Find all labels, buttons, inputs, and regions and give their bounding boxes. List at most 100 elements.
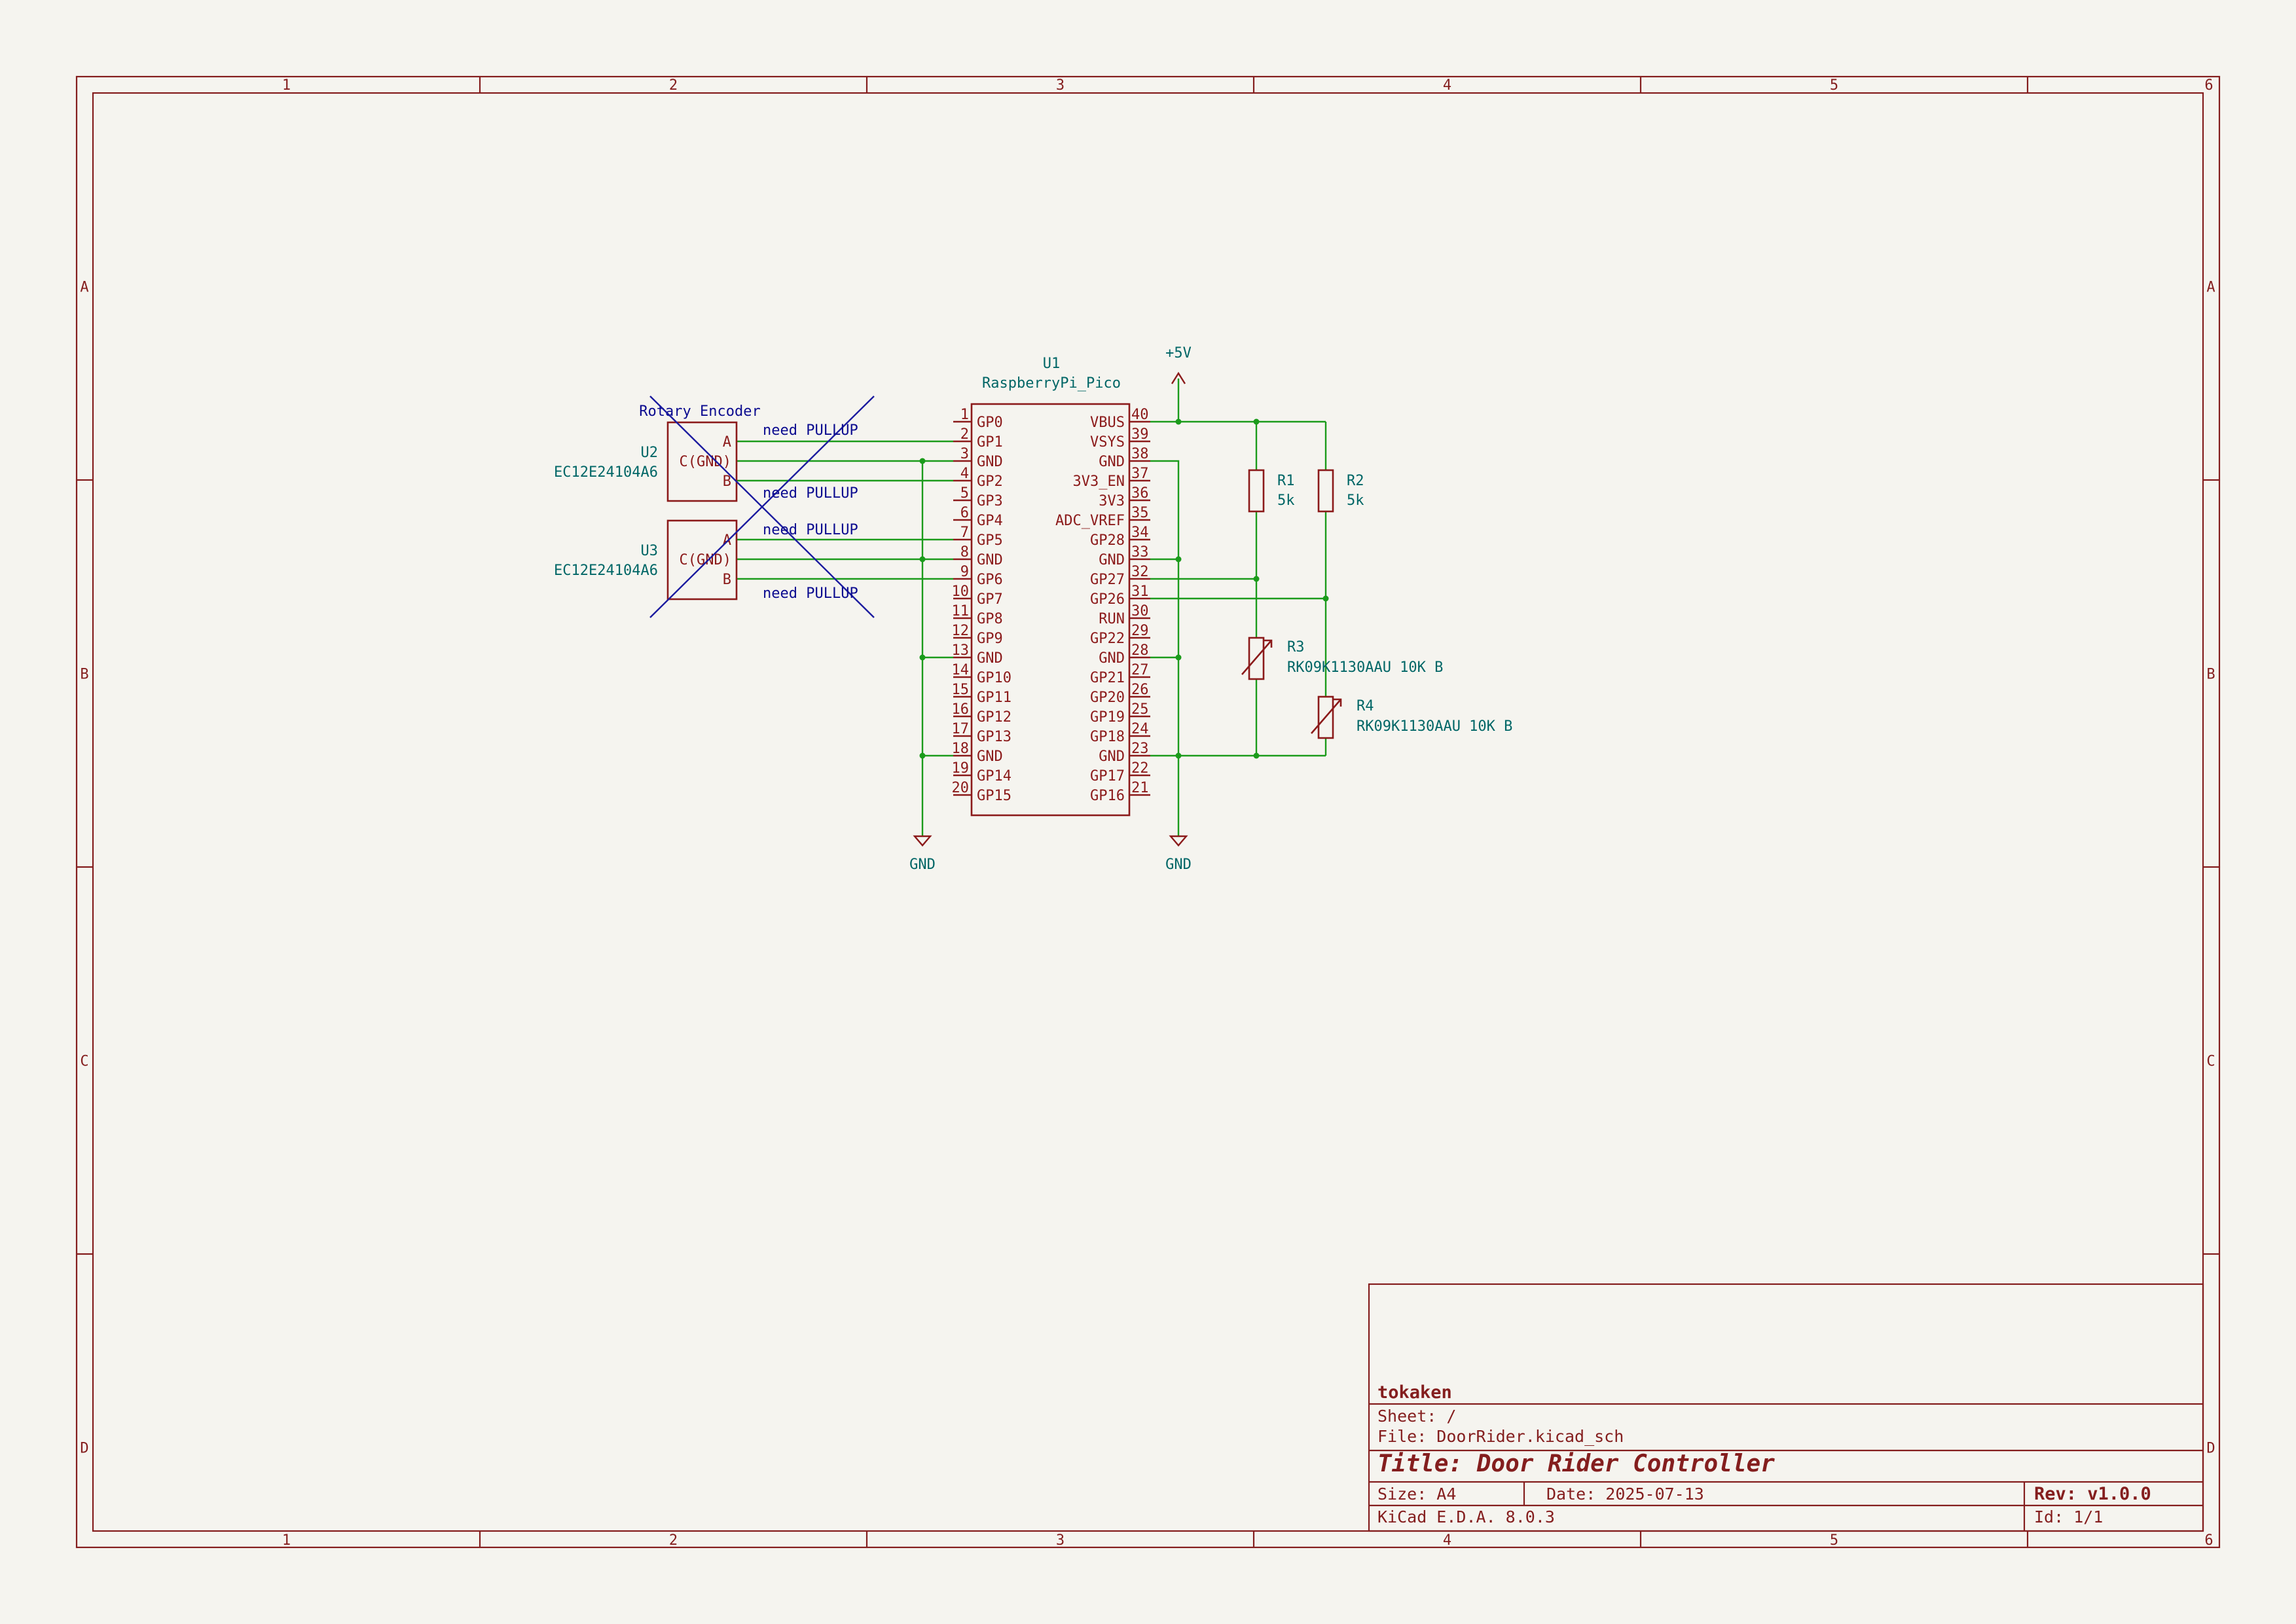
u1-pin-34-number: 34 [1131, 525, 1149, 541]
u1-pin-16-name: GP12 [977, 709, 1011, 726]
r1-resistor[interactable]: R1 5k [1248, 469, 1295, 513]
u1-pin-28-name: GND [1099, 650, 1125, 667]
u1-pin-7-number: 7 [960, 525, 969, 541]
r1-ref: R1 [1277, 473, 1295, 489]
u1-pin-3-name: GND [977, 454, 1003, 470]
col-label-top-5: 5 [1830, 77, 1838, 94]
r3-value: RK09K1130AAU 10K B [1287, 659, 1443, 676]
u1-pin-24-name: GP18 [1090, 729, 1125, 745]
sheet-frame [75, 75, 2221, 1549]
u1-pin-28-number: 28 [1131, 642, 1149, 659]
do-not-populate-cross [649, 396, 875, 618]
u1-pin-37-number: 37 [1131, 466, 1149, 482]
u1-pin-3-number: 3 [960, 446, 969, 462]
row-label-left-B: B [80, 667, 88, 683]
wires [737, 378, 1327, 836]
u3-body[interactable] [666, 519, 738, 600]
sheet-title: Title: Door Rider Controller [1377, 1450, 1775, 1477]
pullup-note-2: need PULLUP [763, 485, 858, 502]
u1-pin-36-name: 3V3 [1099, 493, 1125, 509]
u1-pin-38-name: GND [1099, 454, 1125, 470]
u2-value: EC12E24104A6 [554, 464, 658, 481]
u1-pin-7-name: GP5 [977, 532, 1003, 549]
u1-pin-36-number: 36 [1131, 485, 1149, 502]
u1-pin-6-number: 6 [960, 505, 969, 521]
col-label-top-1: 1 [282, 77, 291, 94]
u1-pin-18-name: GND [977, 748, 1003, 765]
col-label-bottom-1: 1 [282, 1532, 291, 1549]
file-name: File: DoorRider.kicad_sch [1377, 1427, 1624, 1446]
u1-pin-11-number: 11 [952, 603, 970, 619]
vcc-5v-symbol[interactable]: +5V [1165, 345, 1192, 384]
u1-pin-26-number: 26 [1131, 682, 1149, 698]
r2-resistor[interactable]: R2 5k [1317, 469, 1364, 513]
u3-value: EC12E24104A6 [554, 563, 658, 579]
gnd-symbol-left[interactable]: GND [909, 835, 936, 873]
u2-encoder[interactable]: U2 EC12E24104A6 A C(GND) B [554, 421, 738, 502]
u1-pin-39-number: 39 [1131, 426, 1149, 443]
u1-pin-5-number: 5 [960, 485, 969, 502]
u1-pin-1-name: GP0 [977, 415, 1003, 431]
u1-pin-8-name: GND [977, 552, 1003, 568]
u3-encoder[interactable]: U3 EC12E24104A6 A C(GND) B [554, 519, 738, 600]
sheet-id: Id: 1/1 [2034, 1507, 2103, 1526]
col-label-bottom-2: 2 [669, 1532, 678, 1549]
row-label-right-B: B [2206, 667, 2215, 683]
u1-pin-9-name: GP6 [977, 572, 1003, 588]
u3-ref: U3 [641, 543, 659, 559]
u1-pin-9-number: 9 [960, 564, 969, 580]
u1-pin-15-name: GP11 [977, 690, 1011, 706]
u1-pin-10-name: GP7 [977, 591, 1003, 608]
u1-pin-19-name: GP14 [977, 768, 1011, 784]
rotary-encoder-label: Rotary Encoder [639, 403, 760, 420]
u1-pin-29-name: GP22 [1090, 631, 1125, 647]
u1-pin-29-number: 29 [1131, 623, 1149, 639]
col-label-top-2: 2 [669, 77, 678, 94]
u2-body[interactable] [666, 421, 738, 502]
row-label-right-A: A [2206, 280, 2215, 296]
u1-pin-21-name: GP16 [1090, 788, 1125, 804]
col-label-bottom-3: 3 [1056, 1532, 1065, 1549]
u1-pin-40-name: VBUS [1090, 415, 1125, 431]
u3-pin-c: C(GND) [680, 552, 731, 568]
sheet-size: Size: A4 [1377, 1485, 1456, 1504]
u1-pin-13-number: 13 [952, 642, 970, 659]
gnd-symbol-right[interactable]: GND [1165, 835, 1192, 873]
u1-pin-26-name: GP20 [1090, 690, 1125, 706]
r3-potentiometer[interactable]: R3 RK09K1130AAU 10K B [1241, 637, 1443, 680]
r1-value: 5k [1277, 492, 1295, 509]
sheet-path: Sheet: / [1377, 1407, 1456, 1426]
u1-pin-10-number: 10 [952, 583, 970, 600]
u1-pin-15-number: 15 [952, 682, 970, 698]
title-block: tokaken Sheet: / File: DoorRider.kicad_s… [1368, 1283, 2204, 1532]
u1-pin-13-name: GND [977, 650, 1003, 667]
u1-pin-16-number: 16 [952, 701, 970, 718]
row-label-left-D: D [80, 1441, 88, 1457]
vcc-5v-label: +5V [1165, 345, 1192, 361]
r4-potentiometer[interactable]: R4 RK09K1130AAU 10K B [1311, 695, 1512, 739]
u1-pin-6-name: GP4 [977, 513, 1003, 529]
u1-pin-33-name: GND [1099, 552, 1125, 568]
u1-pin-40-number: 40 [1131, 407, 1149, 423]
r2-ref: R2 [1347, 473, 1364, 489]
u1-pin-31-name: GP26 [1090, 591, 1125, 608]
u1-pin-21-number: 21 [1131, 780, 1149, 796]
u1-pin-8-number: 8 [960, 544, 969, 561]
u1-pin-18-number: 18 [952, 741, 970, 757]
r2-value: 5k [1347, 492, 1364, 509]
col-label-top-6: 6 [2204, 77, 2213, 94]
u1-pin-33-number: 33 [1131, 544, 1149, 561]
u1-pin-2-name: GP1 [977, 434, 1003, 451]
col-label-bottom-6: 6 [2204, 1532, 2213, 1549]
col-label-bottom-4: 4 [1443, 1532, 1451, 1549]
u2-pin-a: A [723, 434, 731, 451]
row-label-left-C: C [80, 1054, 88, 1070]
u1-pin-24-number: 24 [1131, 721, 1149, 737]
gnd-right-label: GND [1165, 857, 1192, 873]
u1-body[interactable] [970, 403, 1131, 817]
u1-pin-17-name: GP13 [977, 729, 1011, 745]
rotary-encoders: Rotary Encoder U2 EC12E24104A6 A C(GND) … [554, 396, 875, 618]
